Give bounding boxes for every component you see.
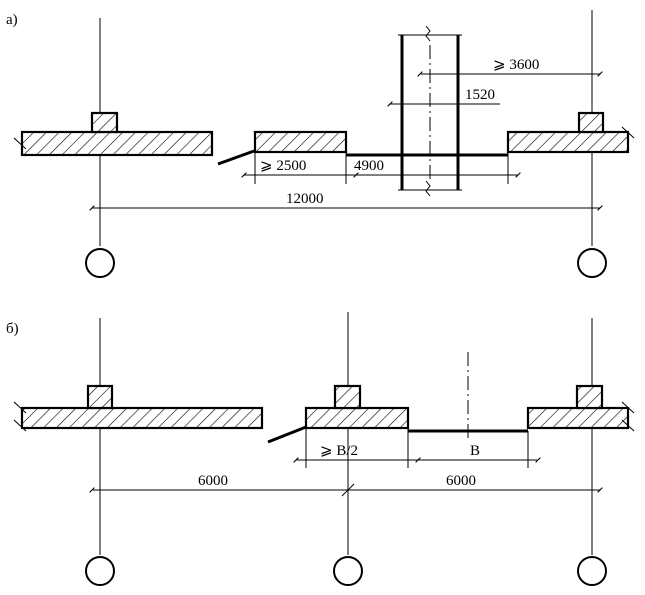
- vertical-structure: [398, 25, 462, 197]
- column-cap-middle: [333, 384, 362, 410]
- axis-marker-left: [85, 248, 115, 278]
- column-cap-left: [90, 111, 119, 134]
- diagram-a-label: а): [6, 12, 18, 28]
- platform-slab-right: [526, 406, 630, 430]
- break-mark-top: [425, 25, 431, 42]
- dimension-offset-1520: 1520: [387, 87, 500, 107]
- ramp-line: [267, 425, 307, 444]
- dim-label-total-12000: 12000: [286, 191, 324, 207]
- axis-marker-middle: [333, 556, 363, 586]
- platform-slab-left: [20, 406, 264, 430]
- break-mark-right: [621, 401, 635, 414]
- dim-label-min-2500: ⩾ 2500: [260, 158, 306, 174]
- dim-label-width: В: [470, 443, 480, 459]
- dim-label-half-width: ⩾ В/2: [320, 443, 358, 459]
- break-mark-right: [621, 126, 635, 139]
- diagram-b-label: б): [6, 321, 19, 337]
- dimension-spans: 6000 6000: [89, 473, 603, 497]
- dim-label-min-3600: ⩾ 3600: [493, 57, 539, 73]
- dimension-min-3600: ⩾ 3600: [417, 57, 603, 77]
- diagram-a: а): [6, 10, 635, 278]
- platform-slab-middle: [304, 406, 410, 430]
- platform-slab-middle: [253, 130, 348, 154]
- column-cap-left: [86, 384, 114, 410]
- dim-label-offset-1520: 1520: [465, 87, 495, 103]
- axis-marker-right: [577, 556, 607, 586]
- dimension-min-2500: ⩾ 2500: [241, 152, 359, 184]
- dimension-width: В: [408, 431, 541, 468]
- dim-label-span-left: 6000: [198, 473, 228, 489]
- dimension-track-4900: 4900: [346, 152, 521, 184]
- diagram-b: б) ⩾ В/2: [6, 312, 635, 586]
- column-cap-right: [575, 384, 604, 410]
- platform-slab-left: [20, 130, 214, 157]
- axis-marker-left: [85, 556, 115, 586]
- ramp-line: [217, 149, 255, 166]
- axis-marker-right: [577, 248, 607, 278]
- dim-label-span-right: 6000: [446, 473, 476, 489]
- dimension-total-12000: 12000: [89, 191, 603, 211]
- platform-slab-right: [506, 130, 630, 154]
- dimension-half-width: ⩾ В/2: [293, 428, 421, 468]
- column-cap-right: [577, 111, 605, 134]
- break-mark-bottom: [425, 180, 431, 197]
- dim-label-track-4900: 4900: [354, 158, 384, 174]
- break-mark-left: [13, 401, 27, 414]
- break-mark-left: [13, 137, 27, 150]
